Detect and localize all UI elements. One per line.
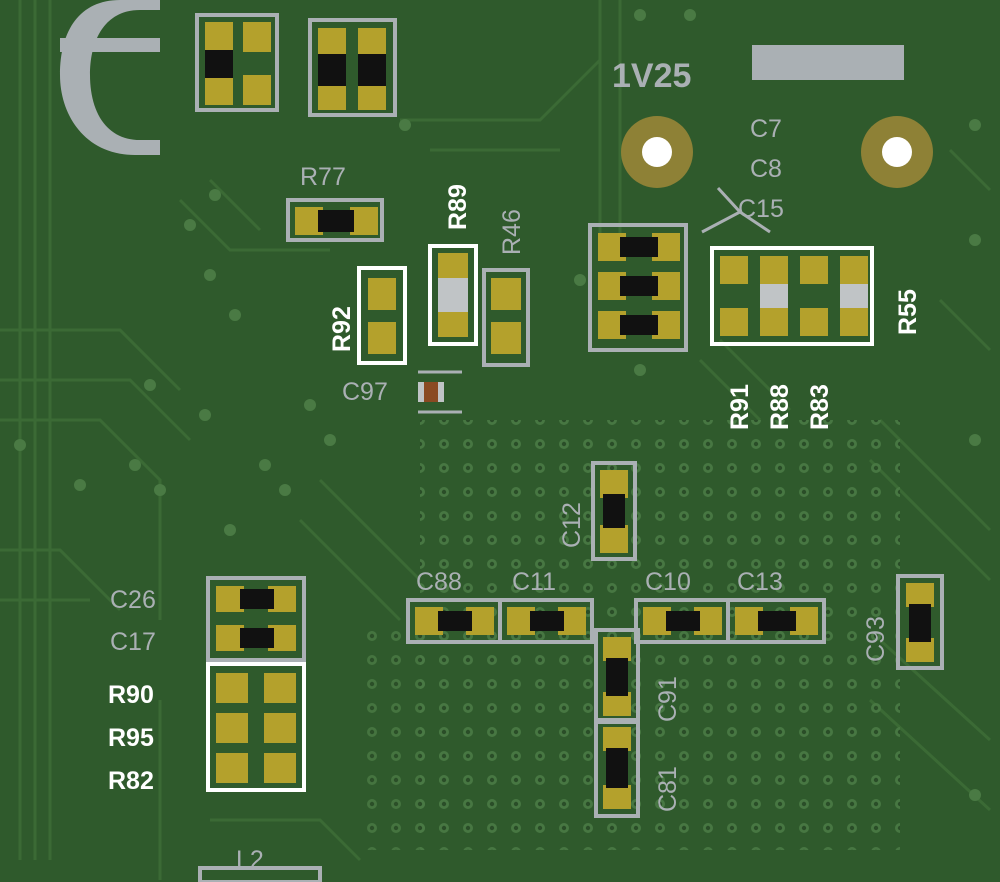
label-c12: C12 <box>558 502 586 548</box>
label-c13: C13 <box>737 568 783 596</box>
capacitor-c26-c17 <box>206 576 306 662</box>
silk-bar <box>752 45 904 80</box>
label-c15: C15 <box>738 195 784 223</box>
mounting-hole-right <box>861 116 933 188</box>
silk-leader-line <box>701 186 771 234</box>
scattered-vias <box>14 9 981 801</box>
label-c17: C17 <box>110 628 156 656</box>
via-field-left <box>360 620 440 850</box>
logo-mark-bar <box>60 38 160 52</box>
label-r82: R82 <box>108 767 154 795</box>
capacitor-c11 <box>498 598 594 644</box>
label-c11: C11 <box>512 568 556 596</box>
resistor-r90-r95-r82 <box>206 662 306 792</box>
mounting-hole-left <box>621 116 693 188</box>
resistor-r89 <box>428 244 478 346</box>
label-c91: C91 <box>654 676 682 722</box>
net-label-1v25: 1V25 <box>612 57 691 95</box>
label-c97: C97 <box>342 378 388 406</box>
capacitor-c97 <box>418 370 462 414</box>
resistor-r46 <box>482 268 530 367</box>
label-c93: C93 <box>862 616 890 662</box>
label-c26: C26 <box>110 586 156 614</box>
label-r89: R89 <box>444 184 472 230</box>
label-l2: L2 <box>236 846 264 874</box>
label-r91: R91 <box>726 384 754 430</box>
cap-pair-top-left <box>195 13 279 112</box>
label-r77: R77 <box>300 163 346 191</box>
label-r46: R46 <box>498 209 526 255</box>
label-r95: R95 <box>108 724 154 752</box>
label-c88: C88 <box>416 568 462 596</box>
inductor-l2-outline <box>198 866 322 882</box>
label-r88: R88 <box>766 384 794 430</box>
label-r83: R83 <box>806 384 834 430</box>
resistor-array-r91-r55 <box>710 246 874 346</box>
capacitor-c7-c8-c15 <box>588 223 688 352</box>
resistor-r92 <box>357 266 407 365</box>
label-r92: R92 <box>328 306 356 352</box>
resistor-r77 <box>286 198 384 242</box>
cap-pair-top-center <box>308 18 397 117</box>
capacitor-c81 <box>594 718 640 818</box>
label-c10: C10 <box>645 568 691 596</box>
label-c7: C7 <box>750 115 782 143</box>
label-r55: R55 <box>894 289 922 335</box>
capacitor-c93 <box>896 574 944 670</box>
capacitor-c13 <box>726 598 826 644</box>
label-c8: C8 <box>750 155 782 183</box>
label-r90: R90 <box>108 681 154 709</box>
capacitor-c91 <box>594 628 640 724</box>
capacitor-c12 <box>591 461 637 561</box>
capacitor-c10 <box>634 598 730 644</box>
label-c81: C81 <box>654 766 682 812</box>
